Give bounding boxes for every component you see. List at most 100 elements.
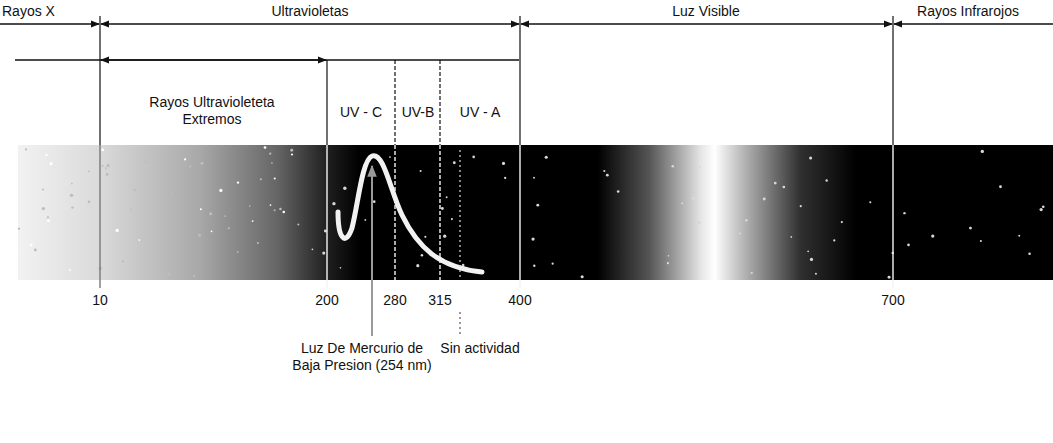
divider-line (326, 145, 327, 288)
speckle (88, 201, 91, 204)
wavelength-tick: 700 (881, 292, 904, 309)
leader-line (459, 150, 460, 280)
speckle (825, 179, 827, 181)
speckle (171, 193, 173, 195)
speckle (533, 177, 535, 179)
speckle (25, 148, 27, 150)
speckle (322, 252, 325, 255)
speckle (145, 161, 147, 163)
speckle (252, 220, 254, 222)
band-label: UV - C (340, 104, 382, 121)
speckle (807, 250, 809, 252)
speckle (782, 186, 785, 189)
speckle (138, 239, 140, 241)
range-arrow (894, 23, 1053, 24)
divider-line (519, 16, 520, 145)
speckle (228, 227, 230, 229)
speckle (373, 200, 376, 203)
speckle (291, 154, 293, 156)
speckle (116, 229, 119, 232)
range-line (15, 59, 519, 60)
speckle (340, 267, 342, 269)
speckle (800, 205, 802, 207)
speckle (981, 150, 984, 153)
speckle (133, 189, 135, 191)
speckle (462, 264, 465, 267)
speckle (809, 156, 812, 159)
speckle (833, 239, 835, 241)
speckle (536, 204, 539, 207)
wavelength-tick: 10 (92, 292, 108, 309)
speckle (69, 269, 71, 271)
speckle (47, 219, 50, 222)
speckle (810, 258, 813, 261)
speckle (219, 189, 222, 192)
speckle (312, 248, 314, 250)
speckle (980, 240, 982, 242)
speckle (274, 209, 276, 211)
speckle (692, 197, 695, 200)
speckle (279, 208, 281, 210)
speckle (416, 264, 419, 267)
speckle (122, 260, 124, 262)
range-arrow (101, 23, 519, 24)
speckle (668, 255, 670, 257)
pointer-arrow (371, 166, 373, 336)
speckle (364, 219, 366, 221)
speckle (224, 215, 226, 217)
speckle (282, 211, 285, 214)
speckle (101, 165, 103, 167)
speckle (699, 166, 701, 168)
speckle (297, 223, 299, 225)
speckle (269, 153, 271, 155)
speckle (274, 177, 276, 179)
speckle (270, 204, 272, 206)
speckle (421, 254, 424, 257)
wavelength-tick: 400 (508, 292, 531, 309)
speckle (969, 227, 972, 230)
divider-line (394, 145, 395, 280)
speckle (106, 173, 109, 176)
speckle (443, 235, 446, 238)
divider-line (519, 145, 520, 288)
speckle-texture (18, 146, 1045, 279)
speckle (271, 162, 273, 164)
speckle (869, 201, 871, 203)
wavelength-tick: 315 (428, 292, 451, 309)
speckle (237, 251, 239, 253)
speckle (533, 265, 535, 267)
annotation: Luz De Mercurio de Baja Presion (254 nm) (289, 340, 436, 374)
speckle (667, 262, 669, 264)
speckle (1018, 235, 1020, 237)
speckle (193, 275, 195, 277)
band-dividers (100, 145, 893, 288)
speckle (290, 149, 293, 152)
leader-line (459, 312, 460, 336)
speckle (751, 272, 753, 274)
band-label: UV - A (460, 104, 500, 121)
speckle (931, 234, 934, 237)
speckle (617, 190, 620, 193)
range-arrow (0, 23, 99, 24)
speckle (999, 185, 1002, 188)
speckle (71, 206, 73, 208)
speckle (888, 276, 891, 279)
speckle (451, 218, 453, 220)
speckle (70, 194, 73, 197)
range-arrows (0, 24, 1053, 60)
wavelength-tick: 280 (383, 292, 406, 309)
divider-line (326, 60, 327, 145)
speckle (30, 243, 33, 246)
speckle (42, 188, 44, 190)
speckle (88, 171, 90, 173)
speckle (200, 162, 203, 165)
speckle (815, 273, 817, 275)
speckle (249, 205, 251, 207)
speckle (71, 183, 73, 185)
speckle (545, 156, 548, 159)
divider-line (892, 145, 893, 288)
band-label: UV-B (402, 104, 435, 121)
speckle (45, 154, 47, 156)
divider-line (99, 16, 100, 145)
